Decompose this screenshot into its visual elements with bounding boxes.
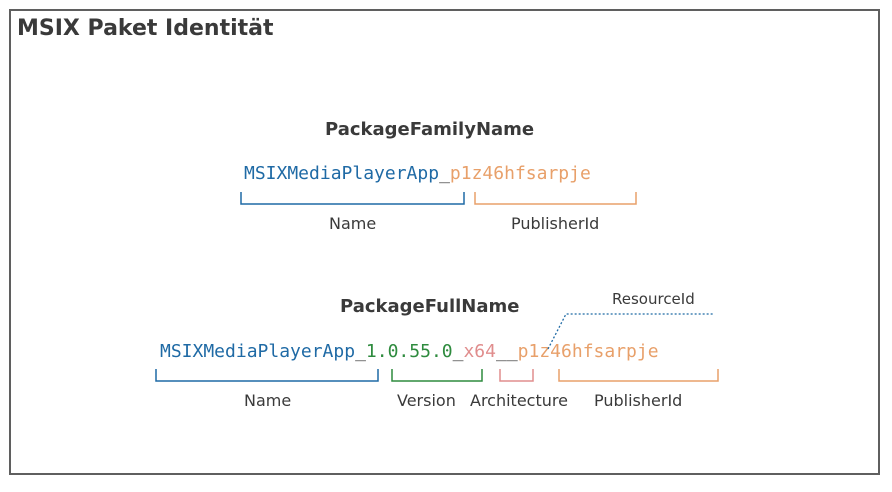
full-name-bracket (155, 369, 379, 382)
family-identity-string: MSIXMediaPlayerApp_p1z46hfsarpje (244, 163, 591, 184)
full-publisher-value: p1z46hfsarpje (517, 341, 659, 362)
resource-id-connector (547, 313, 714, 350)
full-name-label: Name (244, 391, 292, 410)
full-heading: PackageFullName (340, 296, 520, 317)
family-publisher-bracket (474, 192, 637, 205)
diagram-frame (9, 9, 880, 475)
resource-id-label: ResourceId (612, 290, 695, 308)
full-identity-string: MSIXMediaPlayerApp_1.0.55.0_x64__p1z46hf… (160, 341, 659, 362)
family-heading: PackageFamilyName (325, 119, 535, 140)
full-arch-label: Architecture (470, 391, 568, 410)
full-separator-3: __ (495, 341, 518, 362)
full-arch-value: x64 (463, 341, 496, 362)
full-version-bracket (391, 369, 483, 382)
full-separator-2: _ (452, 341, 464, 362)
family-name-bracket (240, 192, 465, 205)
full-separator-1: _ (355, 341, 366, 362)
full-publisher-label: PublisherId (594, 391, 683, 410)
full-version-label: Version (397, 391, 456, 410)
family-publisher-value: p1z46hfsarpje (449, 163, 591, 184)
family-publisher-label: PublisherId (511, 214, 600, 233)
family-name-value: MSIXMediaPlayerApp (244, 163, 440, 184)
full-name-value: MSIXMediaPlayerApp (160, 341, 356, 362)
family-separator: _ (439, 163, 450, 184)
full-version-value: 1.0.55.0 (365, 341, 453, 362)
family-name-label: Name (329, 214, 377, 233)
full-publisher-bracket (558, 369, 719, 382)
full-arch-bracket (499, 369, 534, 382)
diagram-title: MSIX Paket Identität (17, 16, 274, 41)
